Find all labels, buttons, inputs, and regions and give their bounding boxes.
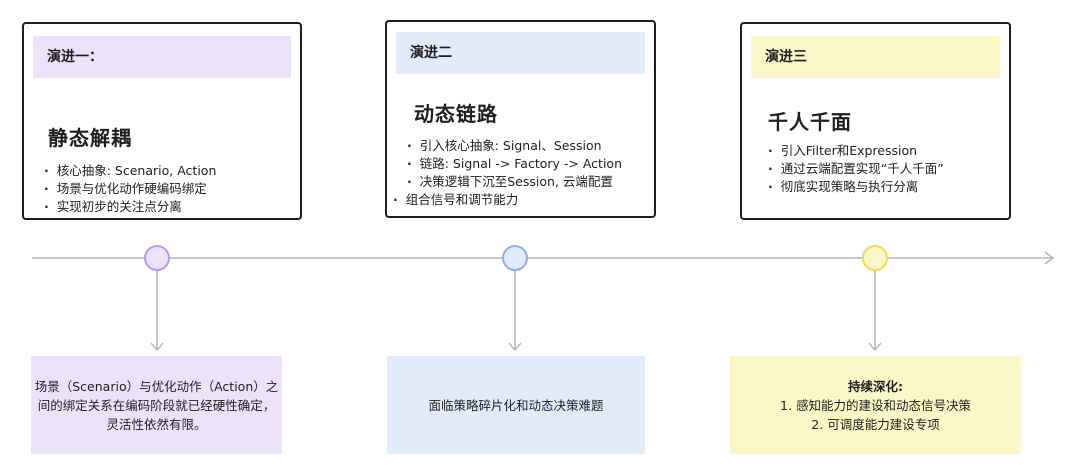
bullet-item: 场景与优化动作硬编码绑定 <box>44 180 290 198</box>
stage-2-connector-arrow <box>508 342 522 352</box>
stage-1-marker <box>144 245 170 271</box>
stage-3-connector-arrow <box>868 342 882 352</box>
stage-2-marker <box>502 245 528 271</box>
stage-3-tag: 演进三 <box>751 36 1000 78</box>
stage-1-tag: 演进一： <box>33 36 291 78</box>
bullet-item: 引入核心抽象: Signal、Session <box>407 137 644 155</box>
note-line: 场景（Scenario）与优化动作（Action）之 <box>34 378 279 394</box>
bullet-item: 链路: Signal -> Factory -> Action <box>407 155 644 173</box>
bullet-item: 通过云端配置实现“千人千面” <box>768 160 999 178</box>
stage-3-card: 演进三 千人千面 引入Filter和Expression 通过云端配置实现“千人… <box>740 22 1011 220</box>
stage-1-card: 演进一： 静态解耦 核心抽象: Scenario, Action 场景与优化动作… <box>22 22 302 220</box>
bullet-continuation-text: 组合信号和调节能力 <box>405 192 519 207</box>
timeline-arrowhead <box>1044 251 1055 265</box>
stage-2-heading: 动态链路 <box>414 102 498 126</box>
note-line: 面临策略碎片化和动态决策难题 <box>428 397 604 413</box>
stage-2-note: 面临策略碎片化和动态决策难题 <box>387 356 645 454</box>
stage-3-note: 持续深化: 1. 感知能力的建设和动态信号决策 2. 可调度能力建设专项 <box>730 356 1021 454</box>
stage-2-card: 演进二 动态链路 引入核心抽象: Signal、Session 链路: Sign… <box>385 20 656 218</box>
stage-3-marker <box>862 245 888 271</box>
note-line: 灵活性依然有限。 <box>106 416 207 432</box>
bullet-item: 引入Filter和Expression <box>768 142 999 160</box>
stage-2-bullets: 引入核心抽象: Signal、Session 链路: Signal -> Fac… <box>406 137 644 209</box>
bullet-item-continuation: 组合信号和调节能力 <box>393 191 644 209</box>
bullet-item: 核心抽象: Scenario, Action <box>44 162 290 180</box>
stage-2-tag: 演进二 <box>396 32 645 74</box>
stage-1-connector-arrow <box>150 342 164 352</box>
stage-3-bullets: 引入Filter和Expression 通过云端配置实现“千人千面” 彻底实现策… <box>768 142 999 196</box>
note-line: 间的绑定关系在编码阶段就已经硬性确定， <box>37 397 276 413</box>
stage-1-note: 场景（Scenario）与优化动作（Action）之 间的绑定关系在编码阶段就已… <box>31 356 282 454</box>
stage-3-heading: 千人千面 <box>768 110 852 134</box>
note-line: 1. 感知能力的建设和动态信号决策 <box>780 397 971 413</box>
stage-1-bullets: 核心抽象: Scenario, Action 场景与优化动作硬编码绑定 实现初步… <box>44 162 290 216</box>
stage-1-heading: 静态解耦 <box>48 126 132 150</box>
bullet-item: 实现初步的关注点分离 <box>44 198 290 216</box>
note-title: 持续深化: <box>848 378 903 394</box>
bullet-item: 决策逻辑下沉至Session, 云端配置 <box>407 173 644 191</box>
bullet-item: 彻底实现策略与执行分离 <box>768 178 999 196</box>
note-line: 2. 可调度能力建设专项 <box>811 416 940 432</box>
